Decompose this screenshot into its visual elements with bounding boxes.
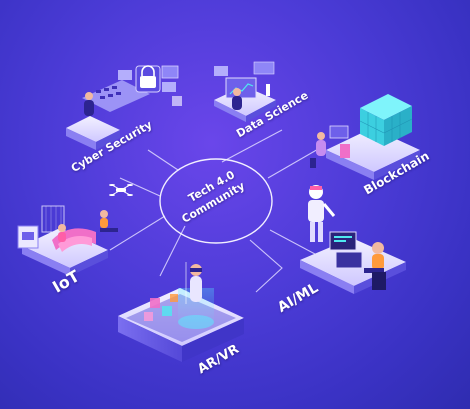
- connector-blockchain: [267, 147, 321, 179]
- arvr-illustration: [118, 262, 244, 362]
- aiml-illustration: [300, 185, 406, 294]
- connector-left: [119, 177, 161, 197]
- connector-data: [221, 129, 283, 163]
- drone-illustration: [109, 184, 133, 196]
- connector-arvr: [249, 239, 283, 293]
- blockchain-illustration: [310, 94, 420, 180]
- connector-iot: [109, 215, 186, 277]
- connector-cyber: [147, 149, 179, 171]
- connector-lines: [109, 129, 331, 293]
- iot-illustration: [17, 205, 118, 276]
- center-ellipse: [159, 158, 273, 244]
- cyber-security-illustration: [66, 65, 182, 150]
- data-science-illustration: [214, 61, 276, 122]
